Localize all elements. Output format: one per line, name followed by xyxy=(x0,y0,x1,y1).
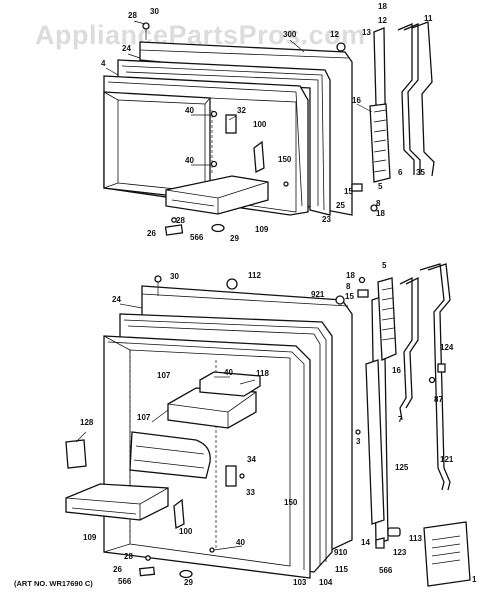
callout-12: 12 xyxy=(330,30,339,39)
bracket-33 xyxy=(225,465,237,487)
callout-121: 121 xyxy=(440,455,454,464)
callout-113: 113 xyxy=(409,534,422,543)
callout-128: 128 xyxy=(80,418,94,427)
hinge-5 xyxy=(369,103,391,183)
callout-112: 112 xyxy=(248,271,261,280)
part-128 xyxy=(65,439,87,469)
callout-24: 24 xyxy=(112,295,121,304)
callout-16: 16 xyxy=(352,96,361,105)
callout-18: 18 xyxy=(376,209,385,218)
foot-29 xyxy=(211,223,225,233)
callout-32: 32 xyxy=(237,106,246,115)
screw-30b-icon xyxy=(154,275,162,283)
callout-109: 109 xyxy=(83,533,97,542)
callout-15: 15 xyxy=(344,187,353,196)
callout-921: 921 xyxy=(311,290,325,299)
handle-121 xyxy=(419,263,445,491)
callout-25: 25 xyxy=(336,201,345,210)
callout-11: 11 xyxy=(424,14,433,23)
callout-150: 150 xyxy=(284,498,298,507)
callout-115: 115 xyxy=(335,565,348,574)
shelf-118 xyxy=(199,371,261,397)
callout-566: 566 xyxy=(118,577,132,586)
callout-8: 8 xyxy=(346,282,351,291)
callout-87: 87 xyxy=(434,395,443,404)
callout-29: 29 xyxy=(230,234,239,243)
bracket-32 xyxy=(225,114,237,134)
shelf-support-100 xyxy=(253,140,265,174)
callout-30: 30 xyxy=(170,272,179,281)
callout-33: 33 xyxy=(246,488,255,497)
callout-124: 124 xyxy=(440,343,454,352)
clip-26 xyxy=(164,224,184,236)
callout-125: 125 xyxy=(395,463,409,472)
callout-1: 1 xyxy=(472,575,477,584)
freezer-callouts: 28 30 300 12 18 12 11 13 24 4 32 40 100 16 40 150 15 5 6 35… xyxy=(101,2,433,243)
callout-35: 35 xyxy=(416,168,425,177)
callout-24: 24 xyxy=(122,44,131,53)
callout-109: 109 xyxy=(255,225,269,234)
callout-6: 6 xyxy=(398,168,403,177)
freezer-bin xyxy=(165,175,269,215)
part-113 xyxy=(387,527,401,537)
callout-30: 30 xyxy=(150,7,159,16)
shelf-support-100b xyxy=(173,498,185,530)
callout-28: 28 xyxy=(124,552,133,561)
callout-910: 910 xyxy=(334,548,348,557)
callout-300: 300 xyxy=(283,30,297,39)
hinge-cap-icon xyxy=(336,42,346,52)
clip-26b xyxy=(139,566,156,577)
callout-40: 40 xyxy=(224,368,233,377)
callout-566: 566 xyxy=(379,566,393,575)
callout-16: 16 xyxy=(392,366,401,375)
callout-15: 15 xyxy=(345,292,354,301)
callout-123: 123 xyxy=(393,548,407,557)
cap-112-icon xyxy=(226,278,238,290)
callout-7: 7 xyxy=(398,415,403,424)
trim-125 xyxy=(365,359,385,525)
callout-26: 26 xyxy=(113,565,122,574)
fresh-food-door-assembly xyxy=(65,263,471,587)
callout-34: 34 xyxy=(247,455,256,464)
callout-5: 5 xyxy=(378,182,383,191)
callout-107: 107 xyxy=(137,413,151,422)
callout-40: 40 xyxy=(185,156,194,165)
callout-107: 107 xyxy=(157,371,171,380)
callout-18: 18 xyxy=(346,271,355,280)
callout-4: 4 xyxy=(101,59,106,68)
callout-29: 29 xyxy=(184,578,193,587)
callout-14: 14 xyxy=(361,538,370,547)
callout-18: 18 xyxy=(378,2,387,11)
callout-13: 13 xyxy=(362,28,371,37)
callout-118: 118 xyxy=(256,369,269,378)
callout-23: 23 xyxy=(322,215,331,224)
foot-29b xyxy=(179,569,193,579)
freezer-door-assembly xyxy=(103,20,435,236)
art-number: (ART NO. WR17690 C) xyxy=(14,579,93,588)
callout-28: 28 xyxy=(176,216,185,225)
handle-7 xyxy=(399,276,413,421)
callout-40: 40 xyxy=(185,106,194,115)
callout-8: 8 xyxy=(376,199,381,208)
callout-12: 12 xyxy=(378,16,387,25)
callout-104: 104 xyxy=(319,578,333,587)
callout-150: 150 xyxy=(278,155,292,164)
callout-100: 100 xyxy=(179,527,193,536)
callout-3: 3 xyxy=(356,437,361,446)
callout-26: 26 xyxy=(147,229,156,238)
callout-100: 100 xyxy=(253,120,267,129)
handle-35 xyxy=(411,21,435,177)
callout-103: 103 xyxy=(293,578,307,587)
shelf-107-upper xyxy=(167,387,257,429)
callout-5: 5 xyxy=(382,261,387,270)
callout-28: 28 xyxy=(128,11,137,20)
callout-566: 566 xyxy=(190,233,204,242)
callout-40: 40 xyxy=(236,538,245,547)
handle-6 xyxy=(397,23,415,175)
